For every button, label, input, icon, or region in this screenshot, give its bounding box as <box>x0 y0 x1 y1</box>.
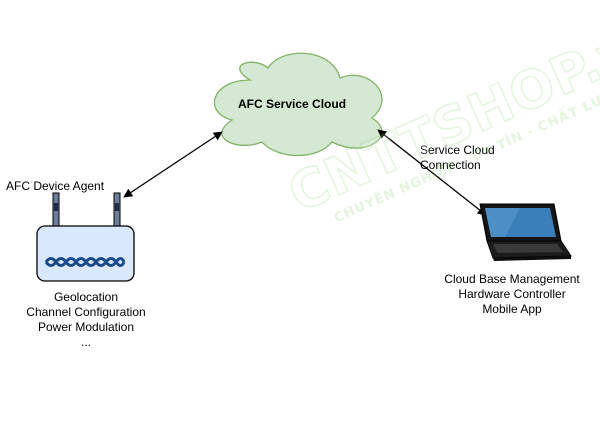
connection-label-line2: Connection <box>420 158 481 172</box>
feature-geolocation: Geolocation <box>53 290 119 304</box>
service-cloud-label: AFC Service Cloud <box>238 97 347 111</box>
agent-cloud-arrow <box>123 131 223 198</box>
service-cloud-connection-label: Service Cloud Connection <box>420 143 495 173</box>
feature-more: ... <box>80 335 91 349</box>
feature-power-modulation: Power Modulation <box>37 320 135 334</box>
device-agent-title: AFC Device Agent <box>6 179 105 193</box>
service-cloud-shape <box>213 52 383 157</box>
access-point-icon <box>36 192 135 282</box>
device-feature-list: Geolocation Channel Configuration Power … <box>6 290 166 350</box>
management-label: Cloud Base Management Hardware Controlle… <box>432 272 592 317</box>
laptop-icon <box>479 203 572 261</box>
management-line-mobile-app: Mobile App <box>482 302 542 316</box>
cloud-management-arrow <box>377 129 487 216</box>
management-line-hardware-controller: Hardware Controller <box>458 287 566 301</box>
signal-wave-icon <box>44 257 126 267</box>
management-line-cloud-base: Cloud Base Management <box>444 272 580 286</box>
connection-label-line1: Service Cloud <box>420 143 495 157</box>
feature-channel-configuration: Channel Configuration <box>26 305 146 319</box>
